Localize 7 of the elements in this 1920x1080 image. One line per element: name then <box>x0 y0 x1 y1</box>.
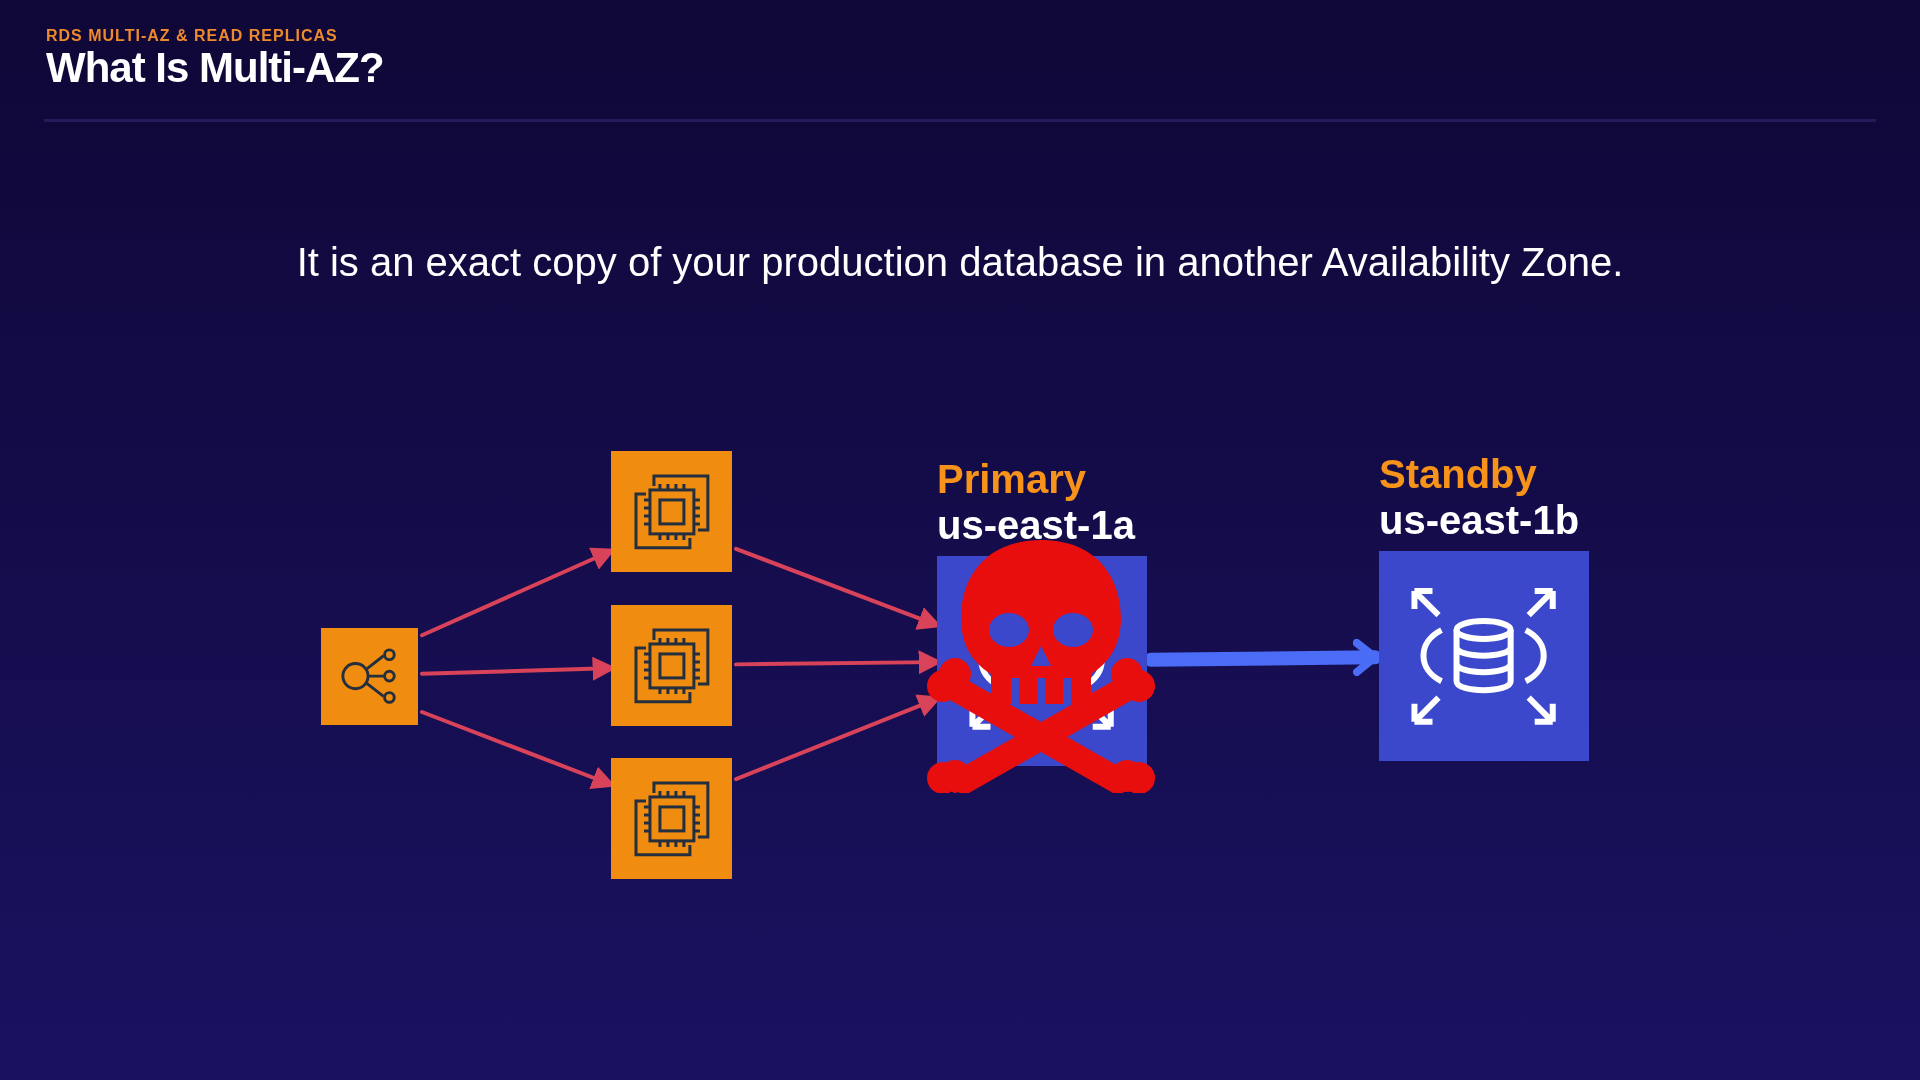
node-heading: Primary <box>937 456 1087 502</box>
zone-label: us-east-1a <box>937 502 1137 548</box>
section-label: RDS MULTI-AZ & READ REPLICAS <box>46 27 338 45</box>
slide-title: What Is Multi-AZ? <box>46 44 384 92</box>
node-heading: Standby <box>1379 451 1538 497</box>
zone-label: us-east-1b <box>1379 497 1581 543</box>
description-text: It is an exact copy of your production database in another Availability Zone. <box>295 240 1625 285</box>
